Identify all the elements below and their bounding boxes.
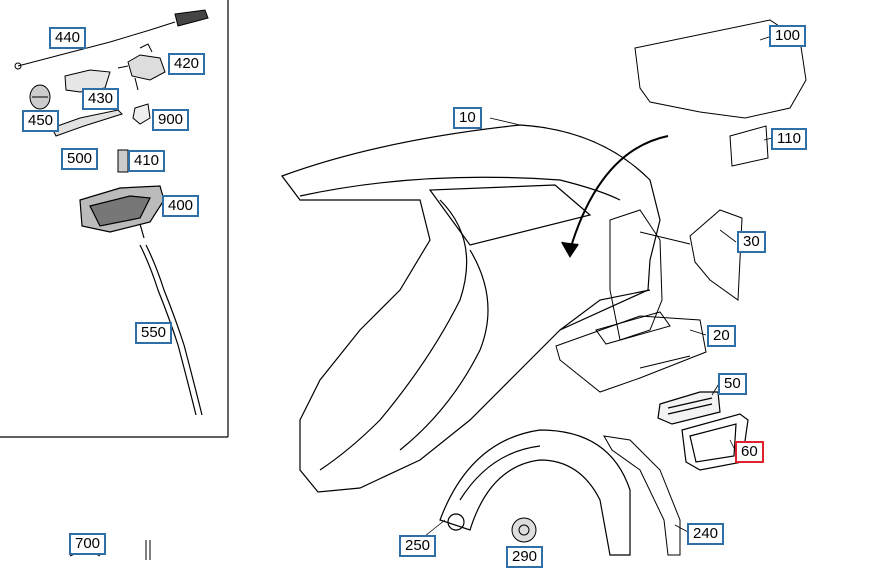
callout-900[interactable]: 900 xyxy=(152,109,190,131)
seal-500-drawing xyxy=(51,109,123,137)
sensor-410-drawing xyxy=(117,149,129,173)
callout-10[interactable]: 10 xyxy=(453,107,482,129)
cap-450-drawing xyxy=(29,84,51,110)
callout-410[interactable]: 410 xyxy=(128,150,166,172)
callout-420[interactable]: 420 xyxy=(168,53,206,75)
side-panel-10-drawing xyxy=(281,124,661,493)
callout-440[interactable]: 440 xyxy=(49,27,87,49)
housing-400-drawing xyxy=(79,185,165,239)
wheel-arch-250-drawing xyxy=(439,429,631,556)
callout-500[interactable]: 500 xyxy=(61,148,99,170)
callout-60-selected[interactable]: 60 xyxy=(735,441,764,463)
callout-430[interactable]: 430 xyxy=(82,88,120,110)
callout-240[interactable]: 240 xyxy=(687,523,725,545)
part-900-drawing xyxy=(132,103,151,125)
inset-panel xyxy=(0,0,229,438)
fastener-290-drawing xyxy=(511,517,537,543)
callout-400[interactable]: 400 xyxy=(162,195,200,217)
arrow-drawing xyxy=(561,135,669,258)
cable-440-drawing xyxy=(14,9,209,70)
liner-240-drawing xyxy=(603,435,681,556)
callout-550[interactable]: 550 xyxy=(135,322,173,344)
callout-290[interactable]: 290 xyxy=(506,546,544,568)
callout-30[interactable]: 30 xyxy=(737,231,766,253)
callout-20[interactable]: 20 xyxy=(707,325,736,347)
member-20-drawing xyxy=(555,311,707,393)
panel-30-drawing xyxy=(609,209,743,341)
callout-700[interactable]: 700 xyxy=(69,533,107,555)
callout-250[interactable]: 250 xyxy=(399,535,437,557)
callout-110[interactable]: 110 xyxy=(771,128,807,150)
plate-50-drawing xyxy=(657,391,721,425)
callout-100[interactable]: 100 xyxy=(769,25,807,47)
callout-50[interactable]: 50 xyxy=(718,373,747,395)
callout-450[interactable]: 450 xyxy=(22,110,60,132)
actuator-420-drawing xyxy=(117,43,166,91)
patch-110-drawing xyxy=(729,125,769,167)
